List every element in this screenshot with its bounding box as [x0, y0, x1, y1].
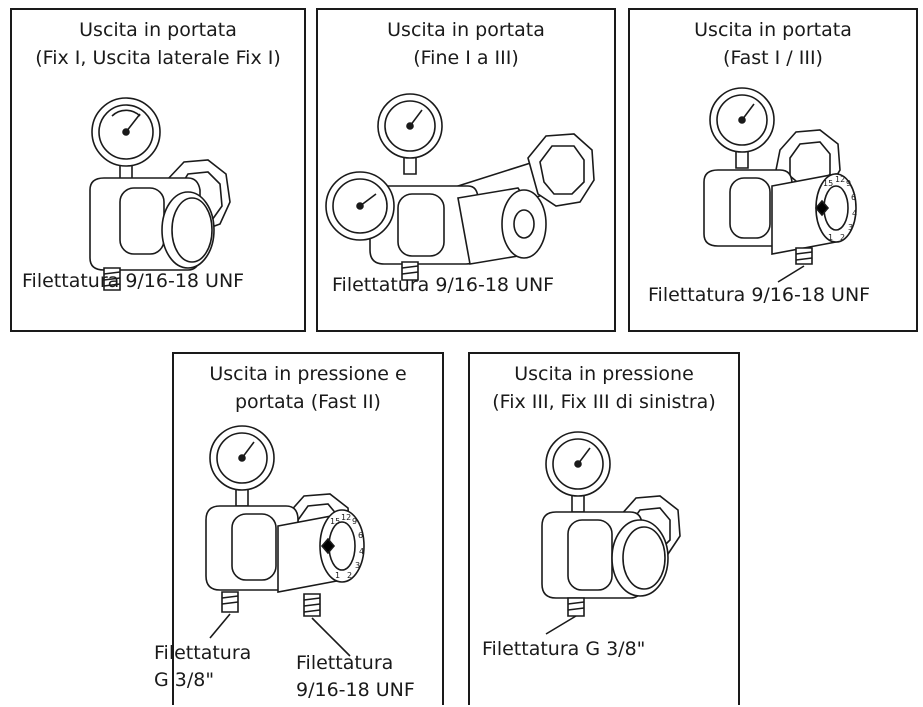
- dial-number: 12: [341, 513, 351, 522]
- dial-number: 4: [359, 547, 364, 556]
- regulator-fix-i-illustration: [12, 10, 308, 334]
- thread-label: Filettatura 9/16-18 UNF: [332, 274, 555, 296]
- dial-number: 15: [330, 517, 340, 526]
- dial-number: 3: [355, 561, 360, 570]
- dial-number: 6: [851, 193, 856, 202]
- dial-number: 6: [358, 531, 363, 540]
- panel-fix-i: Uscita in portata (Fix I, Uscita lateral…: [10, 8, 306, 332]
- dial-number: 3: [848, 223, 853, 232]
- panel-title: Uscita in pressione (Fix III, Fix III di…: [492, 363, 716, 413]
- panel-title: Uscita in pressione e portata (Fast II): [209, 363, 407, 413]
- dial-number: 15: [823, 179, 833, 188]
- regulator-fix-iii-illustration: [470, 354, 742, 707]
- thread-label: Filettatura 9/16-18 UNF: [648, 284, 871, 306]
- regulator-fine-illustration: [318, 10, 618, 334]
- panel-title: Uscita in portata (Fine I a III): [387, 19, 545, 69]
- panel-fast-i-iii: Uscita in portata (Fast I / III): [628, 8, 918, 332]
- dial-number: 1: [828, 233, 833, 242]
- dial-number: 9: [352, 517, 357, 526]
- dial-number: 12: [835, 175, 845, 184]
- dial-number: 4: [852, 209, 857, 218]
- panel-fast-ii: Uscita in pressione e portata (Fast II): [154, 352, 446, 707]
- panel-fix-iii: Uscita in pressione (Fix III, Fix III di…: [468, 352, 740, 705]
- dial-number: 2: [840, 233, 845, 242]
- thread-label-right: Filettatura 9/16-18 UNF: [296, 652, 415, 701]
- dial-number: 9: [846, 179, 851, 188]
- panel-title: Uscita in portata (Fast I / III): [694, 19, 852, 69]
- thread-label: Filettatura 9/16-18 UNF: [22, 270, 245, 292]
- dial-number: 2: [347, 571, 352, 580]
- thread-label-left: Filettatura G 3/8": [154, 642, 252, 691]
- regulator-fast-illustration: 15 12 9 6 4 3 2 1: [630, 10, 857, 334]
- thread-label: Filettatura G 3/8": [482, 638, 646, 660]
- dial-number: 1: [335, 571, 340, 580]
- regulator-fast-ii-illustration: 15 12 9 6 4 3 2 1: [174, 354, 446, 707]
- panel-title: Uscita in portata (Fix I, Uscita lateral…: [35, 19, 281, 69]
- panel-fine-i-iii: Uscita in portata (Fine I a III): [316, 8, 616, 332]
